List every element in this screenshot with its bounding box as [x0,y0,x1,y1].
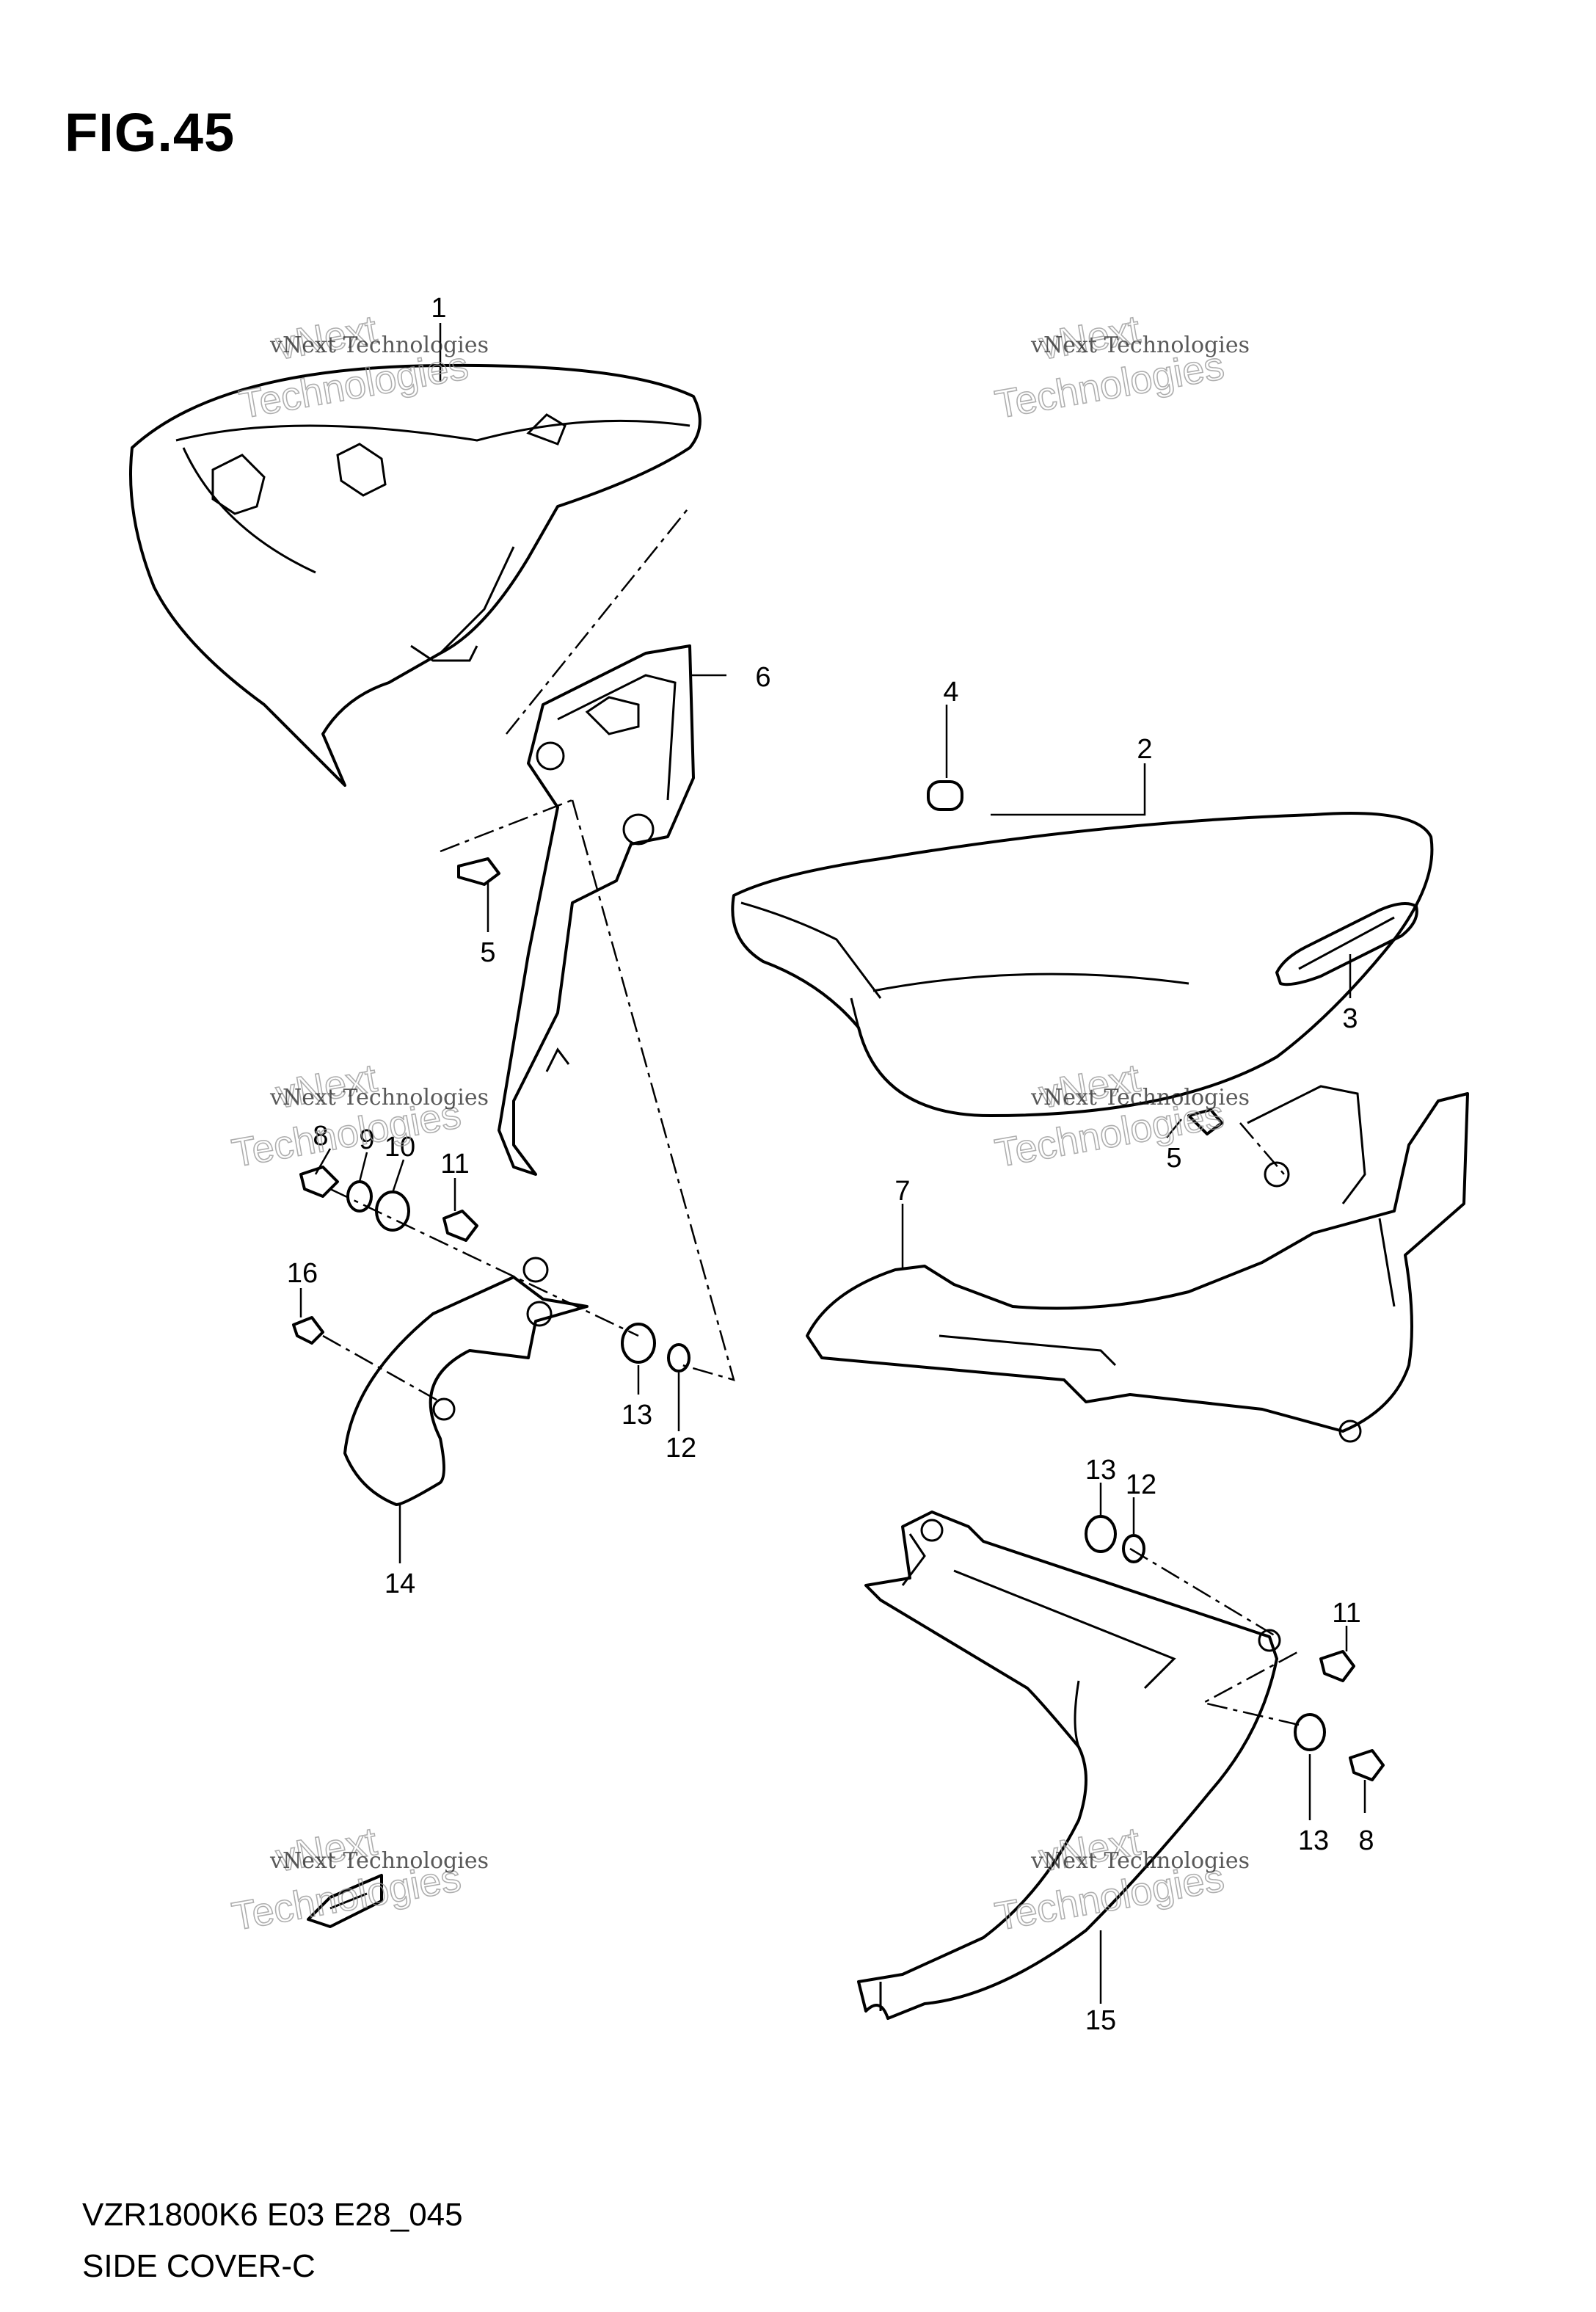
label-3: 3 [1342,1003,1358,1034]
svg-text:vNext Technologies: vNext Technologies [1030,1848,1250,1874]
svg-text:vNext Technologies: vNext Technologies [1030,332,1250,358]
watermark-bottom-left: vNext Technologies vNext Technologies [228,1819,489,1940]
label-2: 2 [1137,734,1152,765]
watermark-bottom-right: vNext Technologies vNext Technologies [991,1819,1250,1940]
label-15: 15 [1085,2005,1116,2036]
figure-title: FIG.45 [65,102,236,163]
watermark-top-left: vNext Technologies vNext Technologies [236,307,489,428]
label-10: 10 [385,1132,415,1163]
part-8-bolt-b [1349,1749,1385,1781]
part-2-side-cover [731,812,1434,1117]
label-5a: 5 [480,937,495,968]
part-11-bolt-a [442,1210,478,1242]
label-11b: 11 [1332,1598,1360,1629]
label-11a: 11 [440,1149,469,1179]
svg-text:vNext Technologies: vNext Technologies [269,1848,489,1874]
part-13-collar-a [621,1323,656,1364]
leader-lines [299,323,1366,2004]
footer-section-name: SIDE COVER-C [82,2248,316,2284]
label-12b: 12 [1126,1469,1156,1500]
label-8b: 8 [1358,1825,1374,1856]
label-8a: 8 [313,1121,328,1152]
label-12a: 12 [666,1433,696,1464]
label-13c: 13 [1298,1825,1329,1856]
label-9: 9 [359,1124,374,1155]
label-5b: 5 [1166,1143,1181,1174]
label-16: 16 [287,1258,318,1289]
footer-model-code: VZR1800K6 E03 E28_045 [82,2197,463,2233]
part-3-emblem [1275,902,1418,986]
part-8-bolt-a [299,1166,339,1198]
part-13-collar-c [1294,1713,1326,1751]
svg-text:vNext Technologies: vNext Technologies [269,1085,489,1110]
part-7-lower-cover [806,1085,1469,1443]
svg-text:vNext Technologies: vNext Technologies [269,332,489,358]
part-5-screw-b [1187,1108,1223,1135]
front-arrow-icon [307,1874,383,1928]
label-1: 1 [431,293,446,324]
label-7: 7 [894,1176,910,1207]
watermark-top-right: vNext Technologies vNext Technologies [991,307,1250,428]
part-labels: 1 6 4 2 3 5 5 7 8 9 10 11 16 13 12 14 13… [287,293,1374,2036]
label-13b: 13 [1085,1455,1116,1486]
label-6: 6 [755,662,770,693]
part-12-nut-a [667,1343,690,1373]
part-12-nut-b [1122,1534,1145,1563]
part-13-collar-b [1085,1515,1117,1553]
part-16-screw [292,1316,324,1345]
assembly-lines [322,506,1300,1726]
part-15-frame-cover [857,1511,1281,2020]
part-5-screw-a [457,857,500,886]
part-14-guard [343,1257,589,1506]
watermark-mid-left: vNext Technologies vNext Technologies [228,1055,489,1177]
svg-text:vNext Technologies: vNext Technologies [1030,1085,1250,1110]
label-14: 14 [385,1568,415,1599]
label-13a: 13 [622,1400,652,1431]
part-1-seat-cowl [129,363,702,787]
part-6-bracket [498,644,695,1176]
part-4-grommet [927,780,963,811]
label-4: 4 [943,677,958,708]
part-11-bolt-b [1319,1650,1355,1682]
